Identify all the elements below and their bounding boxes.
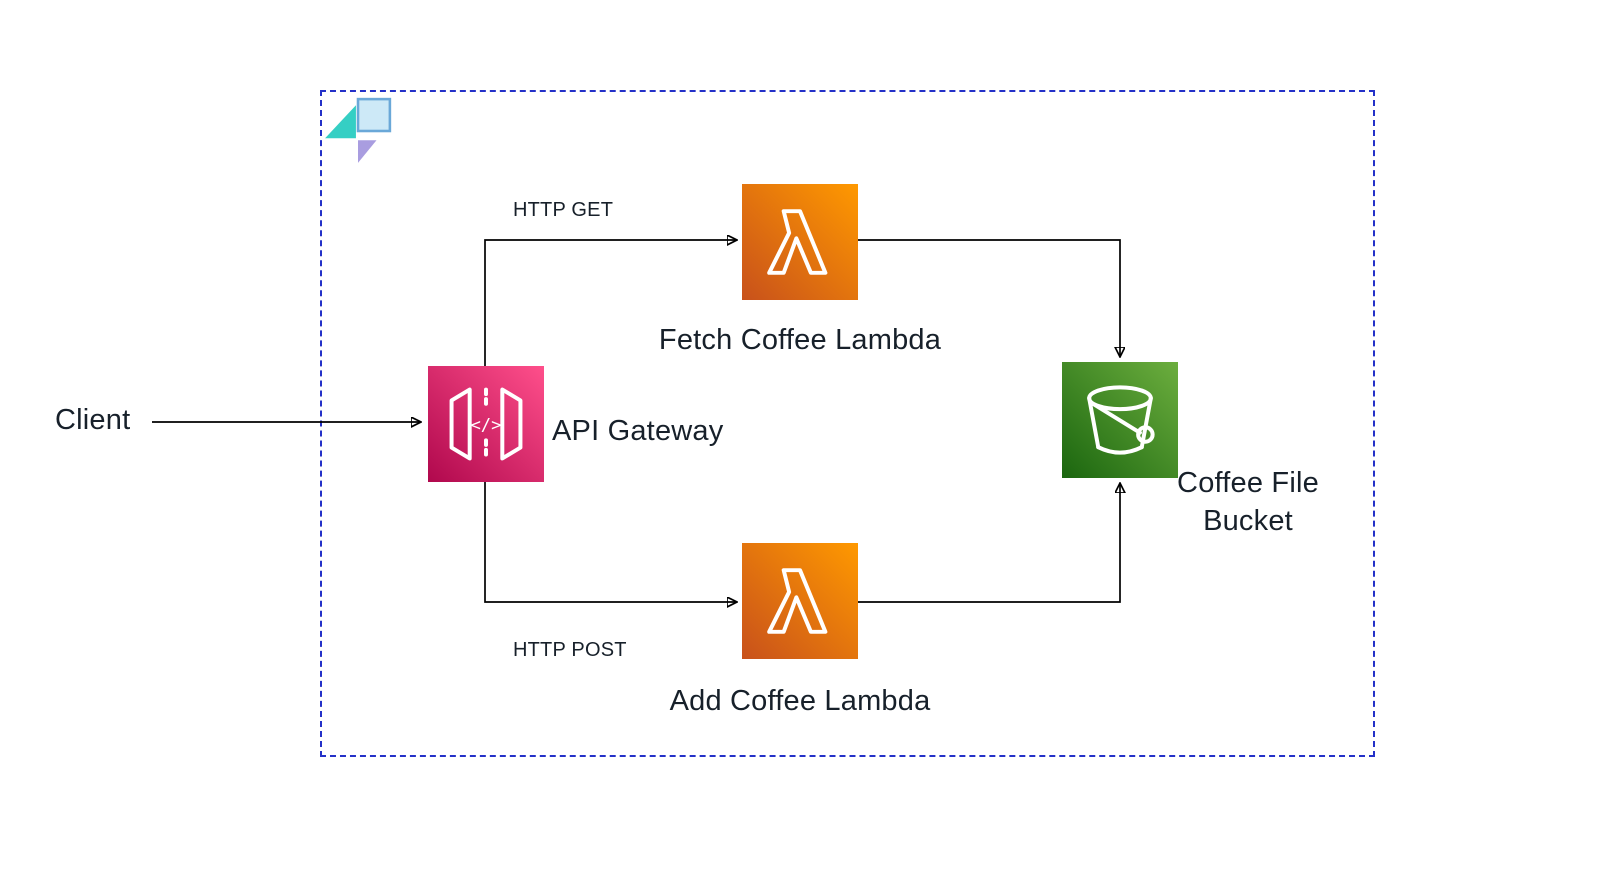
bucket-left-side [1087, 396, 1101, 450]
bucket-right-side [1139, 396, 1153, 450]
api-gateway-icon: </> [428, 366, 544, 482]
edge-add-lambda-to-bucket [858, 484, 1120, 603]
api-gateway-code-glyph: </> [470, 415, 501, 435]
lambda-glyph [767, 568, 828, 634]
bucket-handle-line [1090, 401, 1142, 435]
fetch-lambda-label: Fetch Coffee Lambda [658, 324, 942, 356]
edge-http-post-label: HTTP POST [513, 639, 627, 661]
diagrams-logo [325, 97, 392, 163]
bucket-label: Coffee File Bucket [1177, 467, 1319, 537]
logo-blue-square [356, 97, 392, 133]
edge-apigw-to-add-lambda [484, 482, 736, 602]
edge-fetch-lambda-to-bucket [858, 239, 1120, 356]
add-lambda-icon [742, 543, 858, 659]
edge-http-get-label: HTTP GET [513, 199, 614, 221]
add-lambda-label: Add Coffee Lambda [669, 685, 931, 717]
bucket-bottom [1096, 445, 1144, 455]
client-label: Client [55, 404, 131, 436]
api-gateway-right-door [500, 387, 523, 461]
bucket-handle-ring [1136, 425, 1155, 444]
api-gateway-left-door [449, 387, 472, 461]
lambda-glyph [767, 209, 828, 275]
fetch-lambda-icon [742, 184, 858, 300]
s3-bucket-icon [1062, 362, 1178, 478]
aws-boundary [320, 90, 1375, 757]
edge-apigw-to-fetch-lambda [484, 240, 736, 366]
api-gateway-label: API Gateway [552, 415, 724, 447]
